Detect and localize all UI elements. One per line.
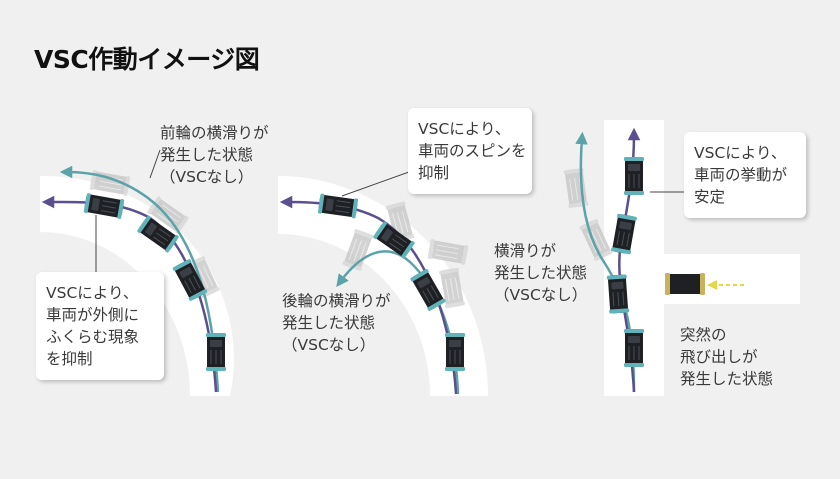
car: [606, 273, 630, 315]
ghost-car: [562, 167, 590, 209]
skid-label-oversteer: 後輪の横滑りが 発生した状態 （VSCなし）: [282, 292, 391, 354]
car: [444, 332, 466, 372]
intruding-car: [665, 273, 705, 295]
diagram-title: VSC作動イメージ図: [34, 45, 260, 74]
car: [623, 328, 645, 368]
car: [205, 332, 227, 372]
callout-understeer: VSCにより、 車両が外側に ふくらむ現象 を抑制: [36, 272, 164, 380]
callout-oversteer: VSCにより、 車両のスピンを 抑制: [408, 108, 532, 194]
callout-avoidance: VSCにより、 車両の挙動が 安定: [684, 132, 806, 218]
skid-label-understeer: 前輪の横滑りが 発生した状態 （VSCなし）: [160, 124, 269, 186]
panel-oversteer: [278, 167, 488, 396]
car: [623, 156, 645, 196]
road-straight: [604, 120, 800, 396]
obstacle-label: 突然の 飛び出しが 発生した状態: [680, 326, 774, 388]
panel-avoidance: [562, 120, 800, 396]
skid-label-avoidance: 横滑りが 発生した状態 （VSCなし）: [494, 242, 588, 304]
